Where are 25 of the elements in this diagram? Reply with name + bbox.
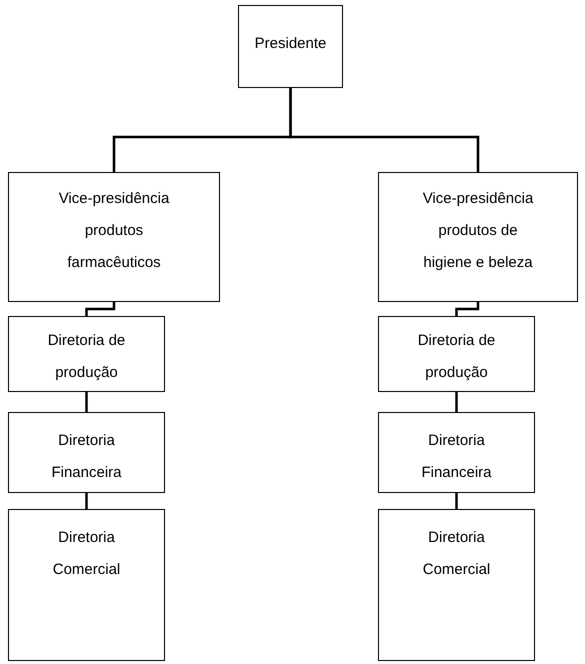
connector-line: [455, 302, 480, 316]
connector-line: [455, 493, 458, 509]
org-box: [378, 412, 535, 493]
box-label: Vice-presidência produtos de higiene e beleza: [422, 189, 534, 273]
org-box: [8, 509, 165, 661]
box-label: Diretoria Comercial: [52, 528, 122, 580]
box-label: Presidente: [254, 34, 326, 54]
connector-line: [85, 493, 88, 509]
box-label: Diretoria Financeira: [50, 431, 123, 483]
box-label: Diretoria de produção: [416, 331, 496, 383]
connector-line: [289, 88, 480, 172]
box-label: Diretoria Financeira: [420, 431, 493, 483]
org-box: [8, 172, 220, 302]
org-box: [378, 172, 578, 302]
org-box: [378, 316, 535, 392]
org-box: [378, 509, 535, 661]
org-box: [8, 316, 165, 392]
connector-line: [85, 392, 88, 412]
box-label: Diretoria Comercial: [422, 528, 492, 580]
box-label: Diretoria de produção: [46, 331, 126, 383]
org-box: [8, 412, 165, 493]
box-label: Vice-presidência produtos farmacêuticos: [58, 189, 170, 273]
connector-line: [455, 392, 458, 412]
connector-line: [85, 302, 116, 316]
org-box: [238, 5, 343, 88]
